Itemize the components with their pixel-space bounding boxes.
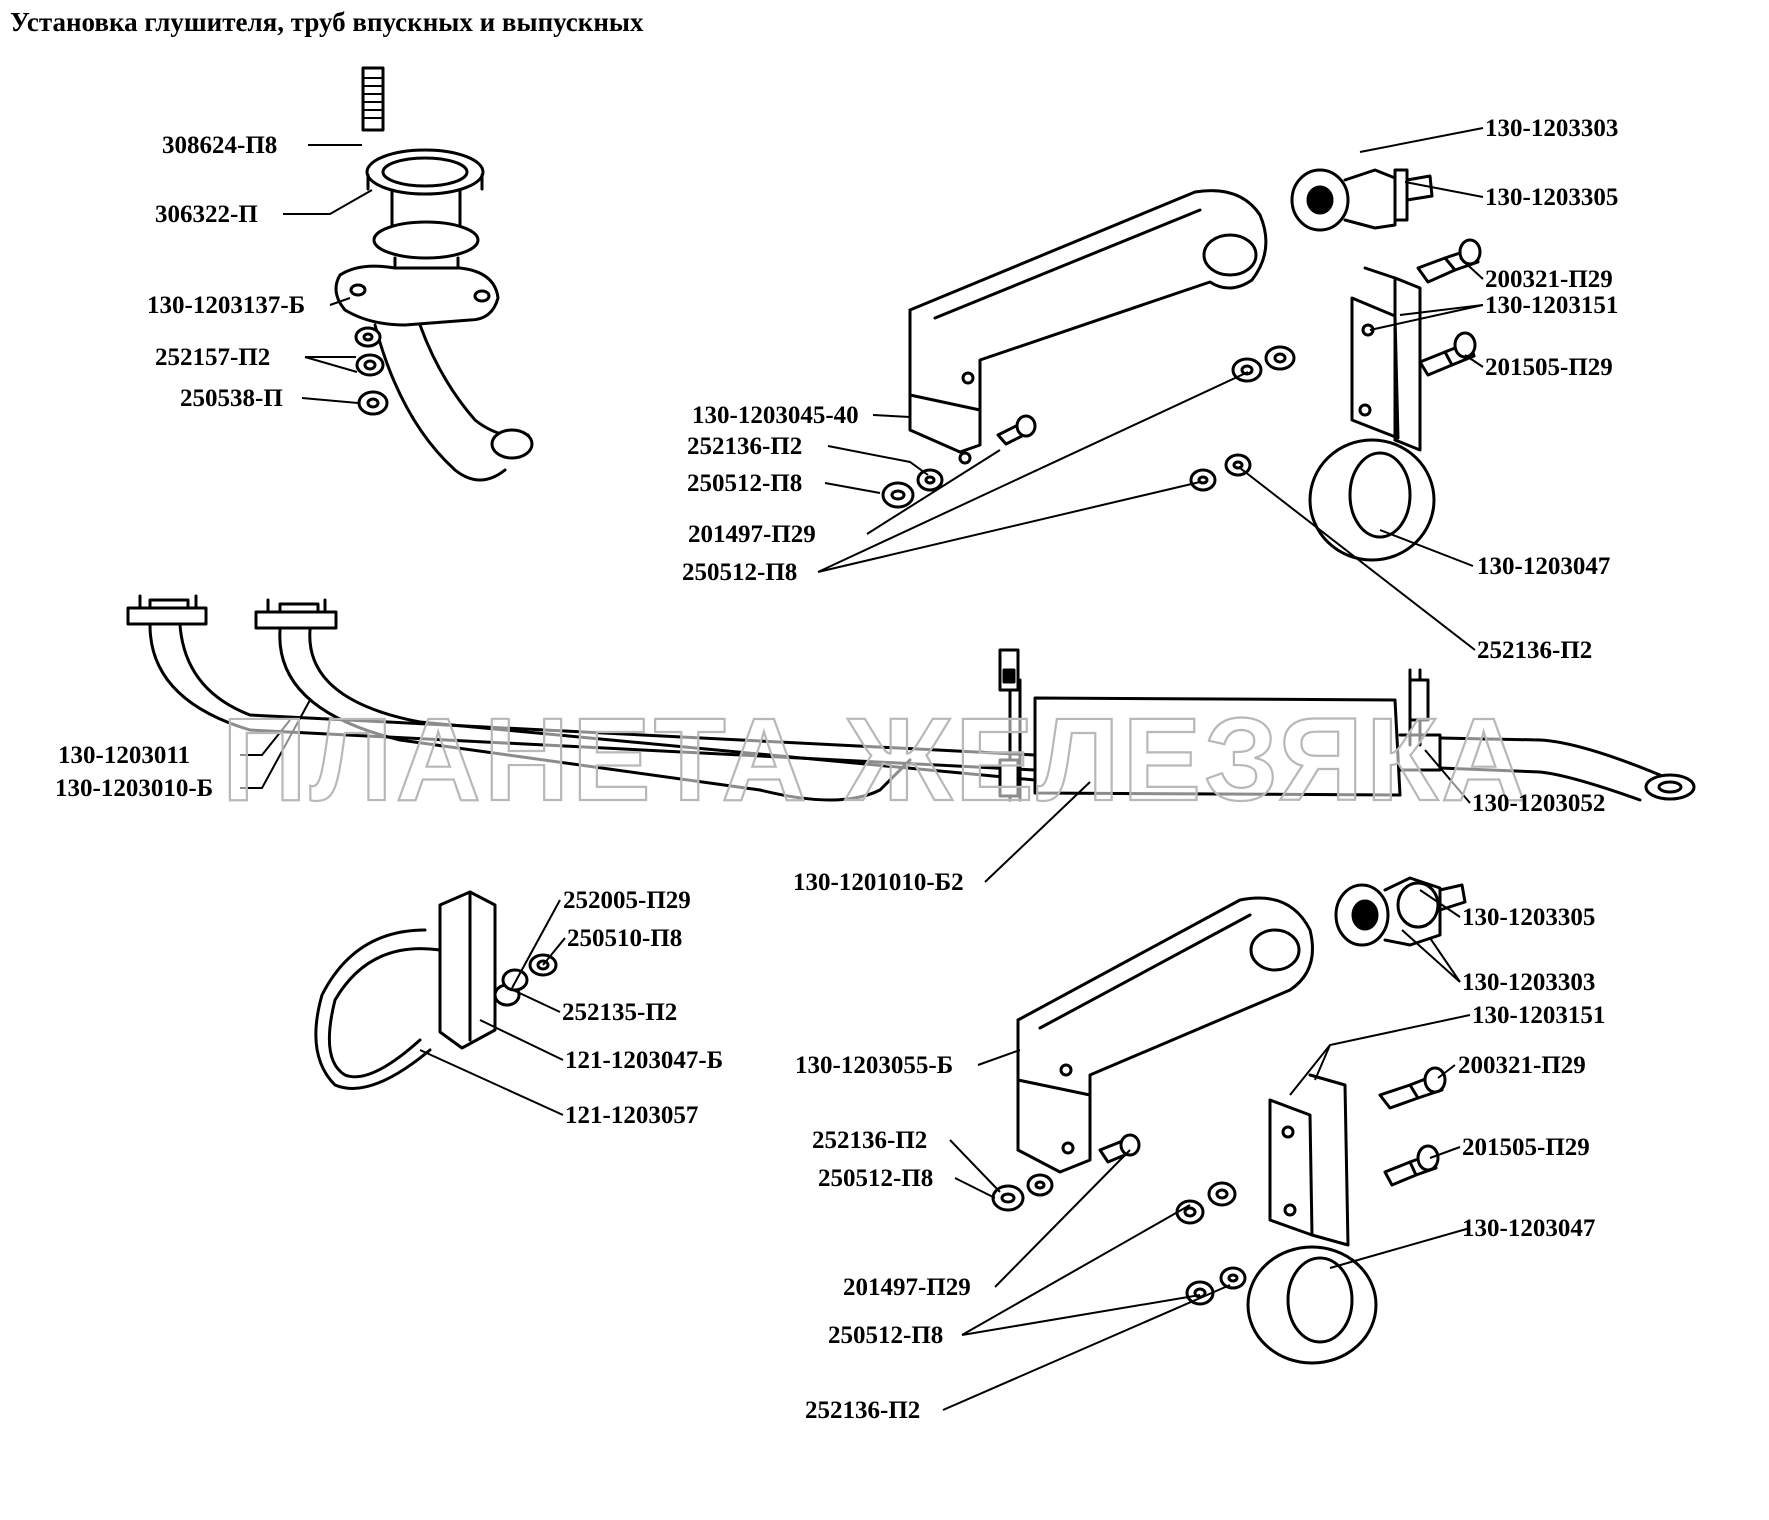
label-130-1203047-lower: 130-1203047	[1462, 1215, 1595, 1242]
intake-pipe-part	[334, 188, 534, 482]
label-130-1203011: 130-1203011	[58, 742, 190, 769]
label-130-1203010-b: 130-1203010-Б	[55, 775, 213, 802]
washer-nut-stack-left	[354, 326, 389, 416]
upper-bracket-part	[908, 189, 1268, 465]
label-130-1203303-top: 130-1203303	[1485, 115, 1618, 142]
label-130-1203305-lower: 130-1203305	[1462, 904, 1595, 931]
label-252005-p29: 252005-П29	[563, 887, 691, 914]
label-121-1203047-b: 121-1203047-Б	[565, 1047, 723, 1074]
muffler-body	[998, 648, 1430, 802]
label-250512-p8-lower-a: 250512-П8	[818, 1165, 933, 1192]
label-130-1203303-lower: 130-1203303	[1462, 969, 1595, 996]
label-250512-p8-upper-a: 250512-П8	[687, 470, 802, 497]
label-130-1203052: 130-1203052	[1472, 790, 1605, 817]
label-252157-p2: 252157-П2	[155, 344, 270, 371]
label-252136-p2-upper: 252136-П2	[687, 433, 802, 460]
muffler-clamp-lower	[1246, 1073, 1378, 1365]
label-130-1203047-upper: 130-1203047	[1477, 553, 1610, 580]
label-130-1203055-b: 130-1203055-Б	[795, 1052, 953, 1079]
small-nuts-upper	[881, 345, 1296, 509]
label-130-1203151-top: 130-1203151	[1485, 292, 1618, 319]
label-201505-p29-lower: 201505-П29	[1462, 1134, 1590, 1161]
label-308624-p8: 308624-П8	[162, 132, 277, 159]
leader-lines	[240, 127, 1484, 1411]
stud-bolt-part	[361, 66, 385, 132]
rubber-cushion-upper	[1290, 168, 1434, 232]
label-200321-p29-top: 200321-П29	[1485, 266, 1613, 293]
rubber-cushion-lower	[1334, 876, 1467, 947]
label-252136-p2-lower-b: 252136-П2	[805, 1397, 920, 1424]
label-250510-p8: 250510-П8	[567, 925, 682, 952]
label-252136-p2-upper-b: 252136-П2	[1477, 637, 1592, 664]
label-201497-p29-lower: 201497-П29	[843, 1274, 971, 1301]
label-250538-p: 250538-П	[180, 385, 283, 412]
label-130-1203045-40: 130-1203045-40	[692, 402, 859, 429]
tail-pipe	[1398, 733, 1696, 802]
u-clamp-part	[314, 890, 558, 1090]
label-130-1203305-top: 130-1203305	[1485, 184, 1618, 211]
label-252135-p2: 252135-П2	[562, 999, 677, 1026]
bolts-lower	[1378, 1066, 1447, 1187]
exhaust-manifold-flanges	[126, 594, 338, 630]
label-201505-p29-top: 201505-П29	[1485, 354, 1613, 381]
bolt-upper-a	[1416, 238, 1482, 284]
flange-ring-part	[365, 148, 485, 196]
label-201497-p29-upper: 201497-П29	[688, 521, 816, 548]
front-exhaust-pipes	[148, 623, 1037, 802]
label-130-1201010-b2: 130-1201010-Б2	[793, 869, 964, 896]
label-121-1203057: 121-1203057	[565, 1102, 698, 1129]
lower-bracket-part	[1016, 896, 1314, 1174]
part-labels: 308624-П8 306322-П 130-1203137-Б 252157-…	[55, 115, 1618, 1424]
small-nuts-lower	[991, 1173, 1247, 1306]
watermark: ПЛАНЕТА ЖЕЛЕЗЯКА	[222, 694, 1529, 826]
label-252136-p2-lower: 252136-П2	[812, 1127, 927, 1154]
label-130-1203151-lower: 130-1203151	[1472, 1002, 1605, 1029]
label-130-1203137-b: 130-1203137-Б	[147, 292, 305, 319]
muffler-clamp-upper	[1308, 266, 1436, 562]
label-200321-p29-lower: 200321-П29	[1458, 1052, 1586, 1079]
label-250512-p8-lower-b: 250512-П8	[828, 1322, 943, 1349]
diagram-title: Установка глушителя, труб впускных и вып…	[10, 7, 644, 37]
label-250512-p8-upper-b: 250512-П8	[682, 559, 797, 586]
bolt-upper-b	[1418, 331, 1477, 377]
label-306322-p: 306322-П	[155, 201, 258, 228]
